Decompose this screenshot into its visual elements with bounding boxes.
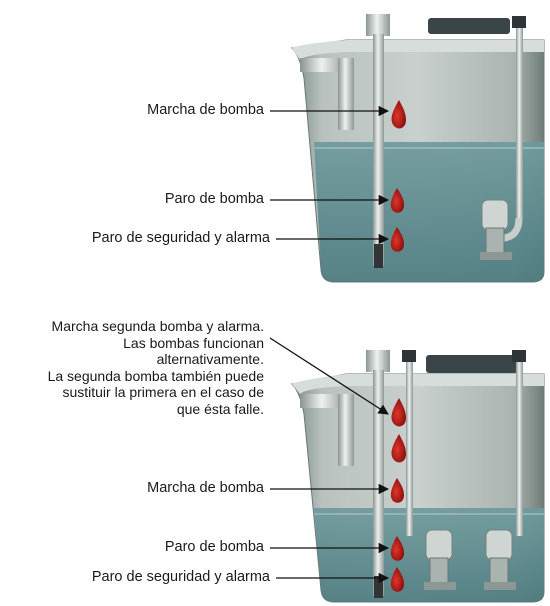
top-tank-float-weight (374, 244, 383, 268)
bottom-tank-pump-2 (484, 529, 516, 590)
top-tank-rim (292, 40, 544, 60)
bottom-tank (269, 337, 545, 603)
bottom-label-pump-stop: Paro de bomba (164, 539, 264, 555)
bottom-note-line: La segunda bomba también puede (47, 367, 264, 384)
top-tank-pump (480, 199, 512, 260)
bottom-tank-float-weight (374, 576, 383, 598)
bottom-note-line: Las bombas funcionan (123, 334, 264, 351)
top-label-pump-start: Marcha de bomba (147, 102, 264, 118)
top-tank-discharge-pipe (516, 24, 523, 218)
top-float-safety-stop (390, 227, 404, 252)
top-tank-water (314, 142, 544, 282)
top-label-pump-stop: Paro de bomba (164, 191, 264, 207)
bottom-note-line: sustituir la primera en el caso de (62, 384, 264, 400)
bottom-tank-float-tube (373, 370, 384, 596)
top-tank (270, 14, 545, 283)
top-tank-inlet-pipe (300, 58, 348, 72)
bottom-label-safety-stop: Paro de seguridad y alarma (91, 569, 270, 585)
bottom-float-pump-stop (390, 536, 404, 561)
bottom-float-second-pump-start (391, 398, 406, 427)
bottom-tank-inlet-pipe (300, 394, 348, 408)
bottom-tank-float-tube-cap (366, 350, 390, 372)
bottom-tank-pump-1 (424, 529, 456, 590)
bottom-float-safety-stop (390, 567, 404, 592)
bottom-tank-inlet-pipe-down (338, 394, 354, 466)
top-tank-float-tube (373, 34, 384, 266)
bottom-float-second-pump-start-2 (391, 434, 406, 463)
bottom-tank-discharge-pipe-2 (516, 360, 523, 536)
top-tank-inlet-pipe-down (338, 58, 354, 130)
bottom-arrow-second-pump (269, 337, 389, 415)
top-tank-discharge-elbow (503, 217, 523, 242)
bottom-tank-valve-1 (402, 350, 416, 362)
top-float-pump-stop (390, 188, 404, 213)
bottom-note-line: Marcha segunda bomba y alarma. (51, 318, 264, 334)
bottom-tank-valve-2 (512, 350, 526, 362)
bottom-tank-lid-box (426, 355, 518, 373)
bottom-tank-rim (292, 374, 544, 394)
bottom-tank-discharge-pipe-1 (406, 360, 413, 536)
top-float-pump-start (391, 100, 406, 129)
bottom-float-pump-start (390, 478, 404, 503)
top-label-safety-stop: Paro de seguridad y alarma (91, 230, 270, 246)
bottom-note-line: que ésta falle. (176, 400, 264, 417)
bottom-note-second-pump: Marcha segunda bomba y alarma. Las bomba… (48, 318, 264, 417)
top-tank-lid-box (428, 18, 510, 34)
top-tank-float-tube-cap (366, 14, 390, 36)
top-tank-valve (512, 16, 526, 28)
bottom-note-line: alternativamente. (156, 351, 264, 367)
bottom-label-pump-start: Marcha de bomba (147, 480, 264, 496)
